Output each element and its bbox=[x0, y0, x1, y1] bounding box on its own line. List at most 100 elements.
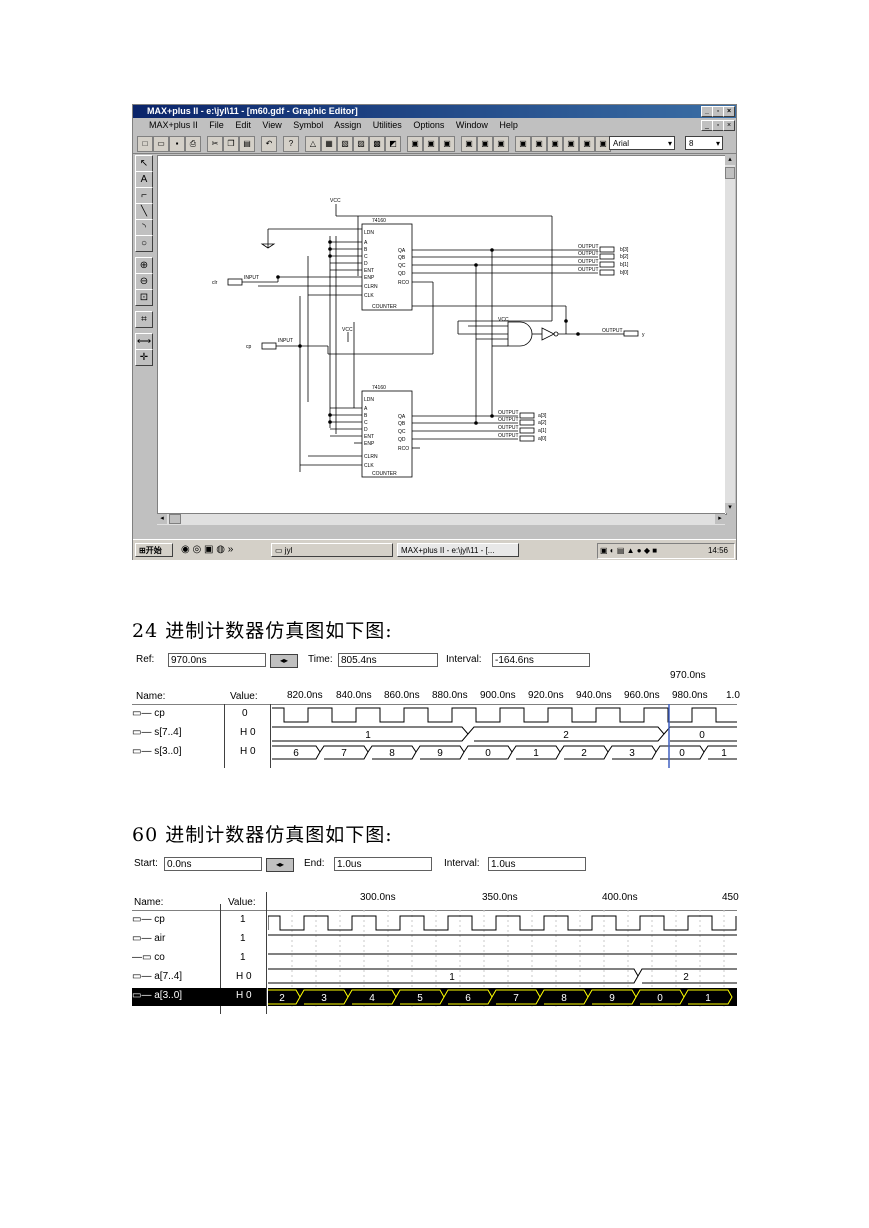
input-pin-icon: ▭— bbox=[132, 933, 152, 944]
pin-label: A bbox=[364, 240, 368, 246]
new-icon[interactable]: □ bbox=[137, 136, 153, 152]
pin-label: QD bbox=[398, 271, 406, 277]
cross-icon[interactable]: ✛ bbox=[135, 349, 153, 366]
output-label: OUTPUT bbox=[498, 417, 519, 423]
start-field[interactable]: 0.0ns bbox=[164, 857, 262, 871]
interval-field[interactable]: -164.6ns bbox=[492, 653, 590, 667]
symbol-editor-icon[interactable]: ▧ bbox=[337, 136, 353, 152]
taskbar-app[interactable]: MAX+plus II - e:\jyl\11 - [... bbox=[397, 543, 519, 557]
quicklaunch-icons[interactable]: ◉ ◎ ▣ ◍ » bbox=[181, 544, 234, 555]
end-field[interactable]: 1.0us bbox=[334, 857, 432, 871]
connect-icon[interactable]: ⟷ bbox=[135, 333, 153, 350]
project-set-icon[interactable]: ▣ bbox=[531, 136, 547, 152]
cut-icon[interactable]: ✂ bbox=[207, 136, 223, 152]
signal-row-cp[interactable]: ▭— cp bbox=[132, 912, 220, 928]
pin-label: ENP bbox=[364, 441, 375, 447]
close-button[interactable]: × bbox=[723, 106, 735, 117]
menu-maxplus[interactable]: MAX+plus II bbox=[149, 120, 198, 130]
ref-field[interactable]: 970.0ns bbox=[168, 653, 266, 667]
cursor-arrows-icon[interactable]: ◂▸ bbox=[270, 654, 298, 668]
tray-icons[interactable]: ▣ ◐ ▤ ▲ ● ◆ ■ bbox=[600, 546, 658, 555]
text-tool-icon[interactable]: A bbox=[135, 171, 153, 188]
menu-help[interactable]: Help bbox=[499, 120, 518, 130]
font-name-select[interactable]: Arial ▾ bbox=[609, 136, 675, 150]
diagonal-line-icon[interactable]: ╲ bbox=[135, 203, 153, 220]
text-editor-icon[interactable]: ▨ bbox=[353, 136, 369, 152]
bus-value: 3 bbox=[321, 993, 327, 1004]
save-compile-icon[interactable]: ▣ bbox=[493, 136, 509, 152]
taskbar-app-label: MAX+plus II - e:\jyl\11 - [... bbox=[401, 546, 495, 555]
time-tick: 880.0ns bbox=[432, 690, 468, 701]
bus-value: 1 bbox=[705, 993, 711, 1004]
copy-icon[interactable]: ❐ bbox=[223, 136, 239, 152]
undo-icon[interactable]: ↶ bbox=[261, 136, 277, 152]
scroll-thumb[interactable] bbox=[169, 514, 181, 524]
save-icon[interactable]: ▪ bbox=[169, 136, 185, 152]
menu-window[interactable]: Window bbox=[455, 120, 488, 130]
output-pin bbox=[519, 412, 535, 419]
fit-window-icon[interactable]: ⊡ bbox=[135, 289, 153, 306]
help-icon[interactable]: ? bbox=[283, 136, 299, 152]
paste-icon[interactable]: ▤ bbox=[239, 136, 255, 152]
pin-label: QA bbox=[398, 414, 406, 420]
menu-assign[interactable]: Assign bbox=[334, 120, 362, 130]
project-save-icon[interactable]: ▣ bbox=[547, 136, 563, 152]
output-pin-icon: —▭ bbox=[132, 952, 152, 963]
scroll-thumb[interactable] bbox=[725, 167, 735, 179]
schematic-canvas[interactable]: 74160 COUNTER 74160 COUNTER LDN A B C D … bbox=[157, 155, 727, 515]
pointer-tool-icon[interactable]: ↖ bbox=[135, 155, 153, 172]
device-icon[interactable]: ▣ bbox=[579, 136, 595, 152]
taskbar-folder[interactable]: ▭ jyl bbox=[271, 543, 393, 557]
open-icon[interactable]: ▭ bbox=[153, 136, 169, 152]
folder-icon: ▭ bbox=[275, 546, 283, 555]
menu-utilities[interactable]: Utilities bbox=[372, 120, 402, 130]
simulate-icon[interactable]: ▣ bbox=[423, 136, 439, 152]
orthogonal-line-icon[interactable]: ⌐ bbox=[135, 187, 153, 204]
signal-row-air[interactable]: ▭— air bbox=[132, 931, 220, 947]
time-field[interactable]: 805.4ns bbox=[338, 653, 438, 667]
scroll-down-icon[interactable]: ▾ bbox=[725, 503, 735, 513]
circle-tool-icon[interactable]: ○ bbox=[135, 235, 153, 252]
scroll-up-icon[interactable]: ▴ bbox=[725, 155, 735, 165]
compile-icon[interactable]: ▣ bbox=[407, 136, 423, 152]
signal-row-co[interactable]: —▭ co bbox=[132, 950, 220, 966]
graphic-editor-icon[interactable]: ▦ bbox=[321, 136, 337, 152]
zoom-out-icon[interactable]: ⊖ bbox=[135, 273, 153, 290]
start-button[interactable]: ⊞开始 bbox=[135, 543, 173, 557]
zoom-in-icon[interactable]: ⊕ bbox=[135, 257, 153, 274]
signal-name: s[3..0] bbox=[154, 746, 182, 757]
signal-row-cp[interactable]: ▭— cp bbox=[132, 706, 224, 722]
menu-options[interactable]: Options bbox=[413, 120, 445, 130]
font-size-select[interactable]: 8 ▾ bbox=[685, 136, 723, 150]
doc-close-button[interactable]: × bbox=[723, 120, 735, 131]
signal-row-s74[interactable]: ▭— s[7..4] bbox=[132, 725, 224, 741]
print-icon[interactable]: ⎙ bbox=[185, 136, 201, 152]
output-pin bbox=[599, 261, 615, 268]
menu-symbol[interactable]: Symbol bbox=[293, 120, 324, 130]
signal-row-s30[interactable]: ▭— s[3..0] bbox=[132, 744, 224, 760]
arc-tool-icon[interactable]: ◝ bbox=[135, 219, 153, 236]
scroll-left-icon[interactable]: ◂ bbox=[157, 514, 167, 524]
scroll-right-icon[interactable]: ▸ bbox=[715, 514, 725, 524]
menu-file[interactable]: File bbox=[209, 120, 224, 130]
save-check-icon[interactable]: ▣ bbox=[477, 136, 493, 152]
interval-field[interactable]: 1.0us bbox=[488, 857, 586, 871]
pin-assign-icon[interactable]: ▣ bbox=[563, 136, 579, 152]
pin-label: QA bbox=[398, 248, 406, 254]
rubberband-icon[interactable]: ⌗ bbox=[135, 311, 153, 328]
signal-row-a30[interactable]: ▭— a[3..0] H 0 bbox=[132, 988, 266, 1006]
horizontal-scrollbar[interactable]: ◂ ▸ bbox=[157, 513, 725, 525]
vertical-scrollbar[interactable]: ▴ ▾ bbox=[725, 155, 735, 513]
open-project-icon[interactable]: ▣ bbox=[515, 136, 531, 152]
signal-row-a74[interactable]: ▭— a[7..4] bbox=[132, 969, 220, 985]
cursor-arrows-icon[interactable]: ◂▸ bbox=[266, 858, 294, 872]
floorplan-icon[interactable]: ◩ bbox=[385, 136, 401, 152]
programmer-icon[interactable]: ▣ bbox=[461, 136, 477, 152]
timing-icon[interactable]: ▣ bbox=[439, 136, 455, 152]
hierarchy-icon[interactable]: △ bbox=[305, 136, 321, 152]
window-titlebar: MAX+plus II - e:\jyl\11 - [m60.gdf - Gra… bbox=[133, 105, 736, 118]
waveform-editor-icon[interactable]: ▩ bbox=[369, 136, 385, 152]
menu-view[interactable]: View bbox=[262, 120, 282, 130]
chip-top-footer: COUNTER bbox=[372, 304, 397, 310]
menu-edit[interactable]: Edit bbox=[235, 120, 251, 130]
